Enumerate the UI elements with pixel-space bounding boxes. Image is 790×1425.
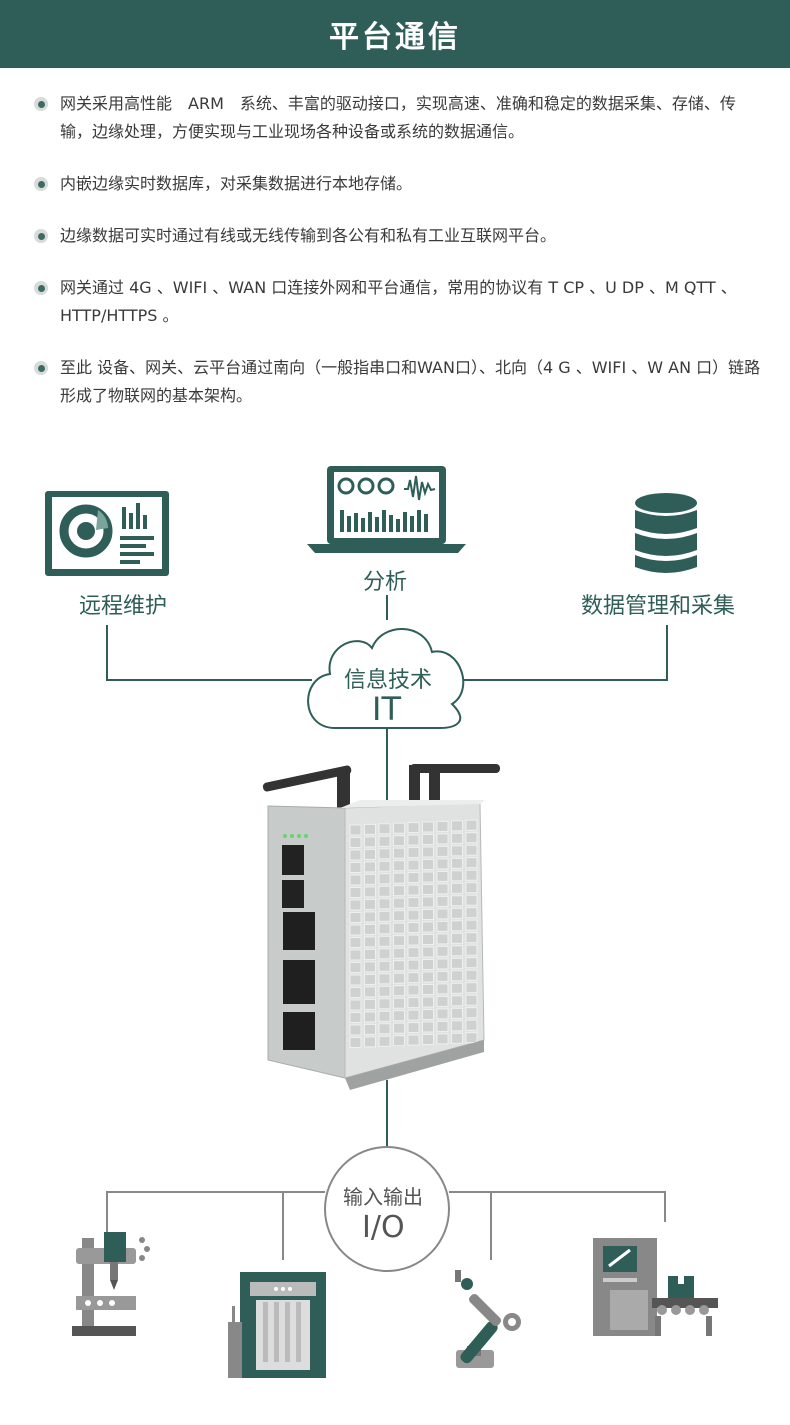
io-connector-lines (106, 1191, 666, 1260)
list-item: 网关通过 4G 、WIFI 、WAN 口连接外网和平台通信，常用的协议有 T C… (34, 274, 764, 330)
laptop-analysis-icon (307, 466, 466, 553)
cloud-icon (307, 628, 465, 729)
bullet-icon (34, 97, 48, 111)
bullet-icon (34, 361, 48, 375)
list-item-text: 网关通过 4G 、WIFI 、WAN 口连接外网和平台通信，常用的协议有 T C… (60, 278, 737, 325)
page-title: 平台通信 (329, 20, 461, 55)
header-bar: 平台通信 (0, 0, 790, 68)
io-circle (324, 1146, 450, 1272)
remote-maintenance-label: 远程维护 (79, 594, 168, 619)
data-management-label: 数据管理和采集 (581, 594, 736, 619)
robot-arm-icon (455, 1270, 521, 1368)
list-item-text: 网关采用高性能 ARM 系统、丰富的驱动接口，实现高速、准确和稳定的数据采集、存… (60, 94, 736, 141)
bullet-icon (34, 281, 48, 295)
list-item: 至此 设备、网关、云平台通过南向（一般指串口和WAN口）、北向（4 G 、WIF… (34, 354, 764, 410)
bullet-icon (34, 229, 48, 243)
list-item: 网关采用高性能 ARM 系统、丰富的驱动接口，实现高速、准确和稳定的数据采集、存… (34, 90, 764, 146)
database-icon (635, 493, 697, 573)
cloud-it-label: 信息技术 (344, 668, 433, 693)
production-line-icon (593, 1238, 718, 1336)
list-item-text: 边缘数据可实时通过有线或无线传输到各公有和私有工业互联网平台。 (60, 226, 557, 245)
list-item-text: 至此 设备、网关、云平台通过南向（一般指串口和WAN口）、北向（4 G 、WIF… (60, 358, 761, 405)
list-item: 边缘数据可实时通过有线或无线传输到各公有和私有工业互联网平台。 (34, 222, 764, 250)
gateway-device-image (262, 764, 500, 1090)
io-abbrev: I/O (362, 1210, 405, 1245)
feature-list: 网关采用高性能 ARM 系统、丰富的驱动接口，实现高速、准确和稳定的数据采集、存… (34, 90, 764, 434)
connector-lines (106, 595, 668, 1147)
cnc-machine-icon (228, 1272, 326, 1378)
cloud-it-abbrev: IT (372, 690, 401, 728)
io-label: 输入输出 (343, 1185, 423, 1209)
list-item: 内嵌边缘实时数据库，对采集数据进行本地存储。 (34, 170, 764, 198)
monitor-dashboard-icon (45, 491, 169, 576)
analysis-label: 分析 (363, 570, 408, 595)
drill-press-icon (72, 1232, 150, 1336)
list-item-text: 内嵌边缘实时数据库，对采集数据进行本地存储。 (60, 174, 413, 193)
bullet-icon (34, 177, 48, 191)
heatsink-grid (349, 819, 478, 1048)
